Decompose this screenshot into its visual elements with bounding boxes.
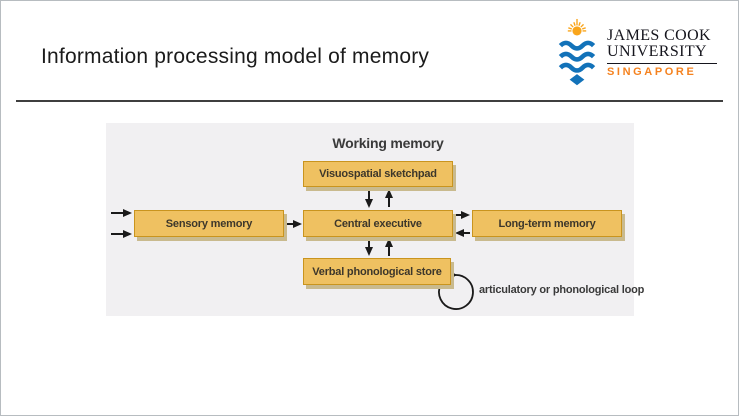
box-visuospatial-sketchpad: Visuospatial sketchpad [303, 161, 453, 187]
jcu-logo: JAMES COOK UNIVERSITY SINGAPORE [554, 12, 717, 94]
phonological-loop-label: articulatory or phonological loop [479, 284, 645, 296]
box-sensory-memory: Sensory memory [134, 210, 284, 237]
diagram-title: Working memory [332, 135, 444, 151]
waves-icon [558, 40, 596, 73]
diagram-panel: Working memory Sensory memory Visuospati… [106, 123, 644, 316]
sun-icon [567, 18, 587, 36]
diamond-icon [569, 74, 585, 86]
jcu-crest-icon [558, 18, 596, 86]
box-verbal-phonological-store: Verbal phonological store [303, 258, 451, 285]
page-title: Information processing model of memory [41, 45, 430, 69]
box-long-term-memory: Long-term memory [472, 210, 622, 237]
logo-institution-line1: JAMES COOK [607, 26, 712, 44]
header-divider [16, 100, 723, 102]
box-central-executive: Central executive [303, 210, 453, 237]
logo-institution-line2: UNIVERSITY [607, 43, 707, 61]
jcu-logo-text: JAMES COOK UNIVERSITY SINGAPORE [607, 26, 717, 79]
logo-divider [607, 63, 717, 65]
logo-campus: SINGAPORE [607, 66, 697, 79]
